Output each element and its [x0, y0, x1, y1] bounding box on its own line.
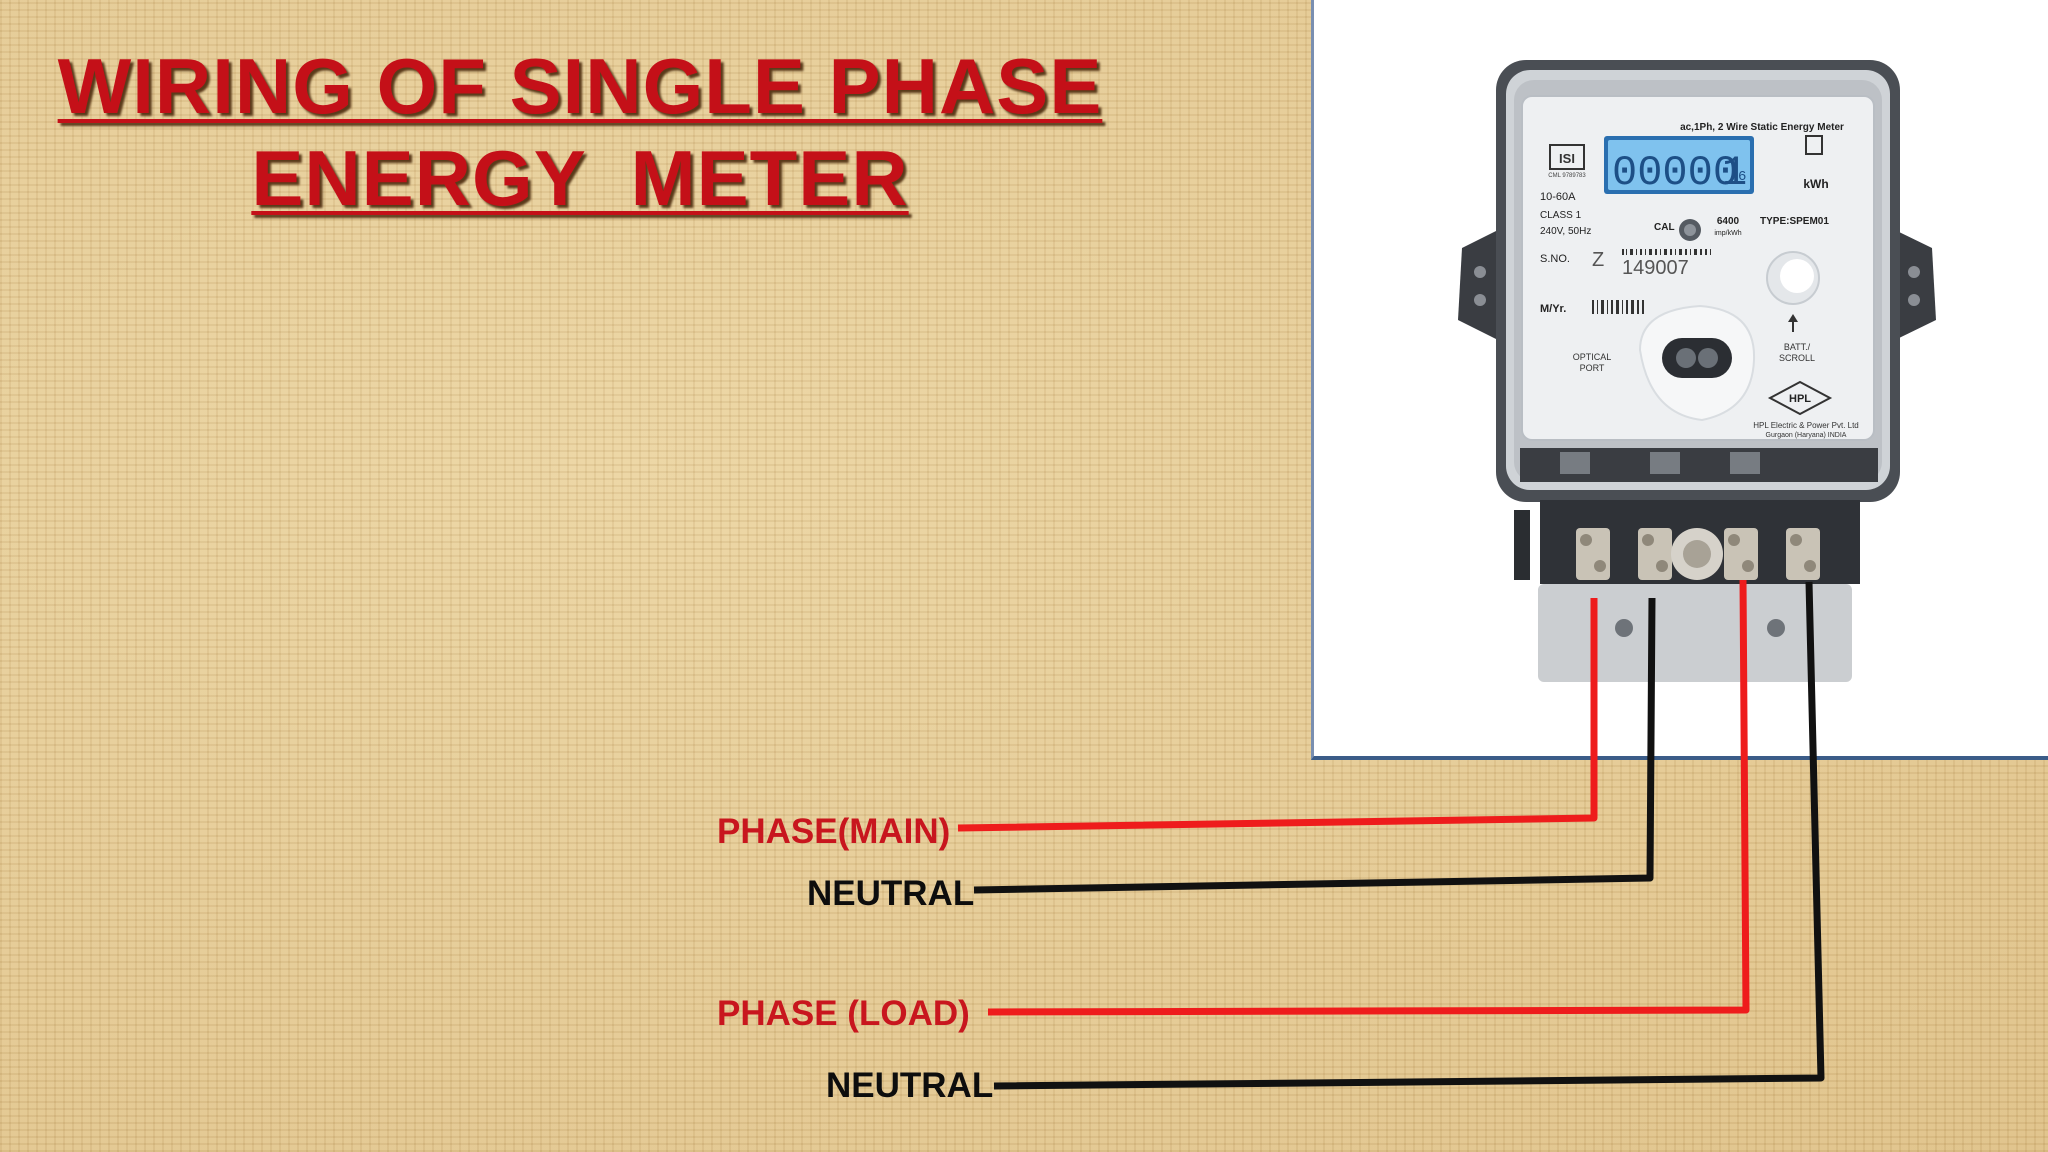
maker-address: Gurgaon (Haryana) INDIA — [1766, 432, 1847, 439]
phase-main-wire — [957, 598, 1598, 832]
right-mounting-ear — [1895, 230, 1936, 340]
phase-load-label: PHASE (LOAD) — [717, 994, 970, 1033]
brand-name: HPL — [1789, 393, 1811, 405]
batt-label: BATT./ — [1784, 342, 1811, 352]
lcd-last-digit: 1 — [1722, 149, 1747, 197]
sno-prefix: Z — [1592, 249, 1604, 271]
square-icon — [1805, 135, 1823, 155]
unit-label: kWh — [1803, 177, 1828, 191]
arrow-up-icon — [1788, 314, 1798, 322]
serial-number: 149007 — [1622, 257, 1689, 279]
sno-label: S.NO. — [1540, 253, 1570, 265]
svg-text:ISI: ISI — [1559, 151, 1575, 166]
serial-barcode-icon — [1622, 249, 1711, 255]
wiring — [957, 579, 1825, 1090]
voltage-rating: 240V, 50Hz — [1540, 226, 1591, 237]
maker-name: HPL Electric & Power Pvt. Ltd — [1753, 421, 1859, 430]
optical-port-icon — [1662, 338, 1732, 378]
accuracy-class: CLASS 1 — [1540, 210, 1582, 221]
phase-main-label: PHASE(MAIN) — [717, 812, 951, 851]
mfg-year-label: M/Yr. — [1540, 303, 1566, 315]
neutral-1-label: NEUTRAL — [807, 874, 975, 913]
isi-mark-icon — [1549, 144, 1585, 170]
neutral-2-label: NEUTRAL — [826, 1066, 994, 1105]
terminal-cover — [1538, 584, 1852, 682]
neutral-2-wire — [993, 581, 1825, 1090]
pulse-rate: 6400 — [1717, 216, 1740, 227]
optical-port-label-2: PORT — [1580, 363, 1605, 373]
current-rating: 10-60A — [1540, 191, 1576, 203]
page-title: WIRING OF SINGLE PHASE ENERGY METER — [10, 40, 1150, 224]
meter-header-text: ac,1Ph, 2 Wire Static Energy Meter — [1680, 122, 1844, 133]
neutral-1-wire — [973, 597, 1656, 894]
pulse-unit: imp/kWh — [1714, 230, 1741, 237]
optical-port-label-1: OPTICAL — [1573, 352, 1612, 362]
mfg-barcode-icon — [1592, 300, 1644, 314]
lcd-digits: 00000 — [1612, 149, 1738, 197]
phase-load-wire — [987, 579, 1750, 1016]
hpl-logo-icon — [1767, 380, 1833, 416]
terminal-screws — [1576, 528, 1820, 580]
energy-meter: ac,1Ph, 2 Wire Static Energy Meter ISI C… — [1458, 60, 1936, 682]
cml-text: CML 9789783 — [1548, 173, 1586, 179]
title-line-2: ENERGY METER — [251, 134, 909, 222]
left-mounting-ear — [1458, 230, 1498, 340]
lcd-small-digit: 6 — [1738, 169, 1746, 185]
meter-type: TYPE:SPEM01 — [1760, 216, 1829, 227]
cal-label: CAL — [1654, 222, 1675, 233]
scroll-label: SCROLL — [1779, 353, 1815, 363]
title-line-1: WIRING OF SINGLE PHASE — [57, 42, 1103, 130]
